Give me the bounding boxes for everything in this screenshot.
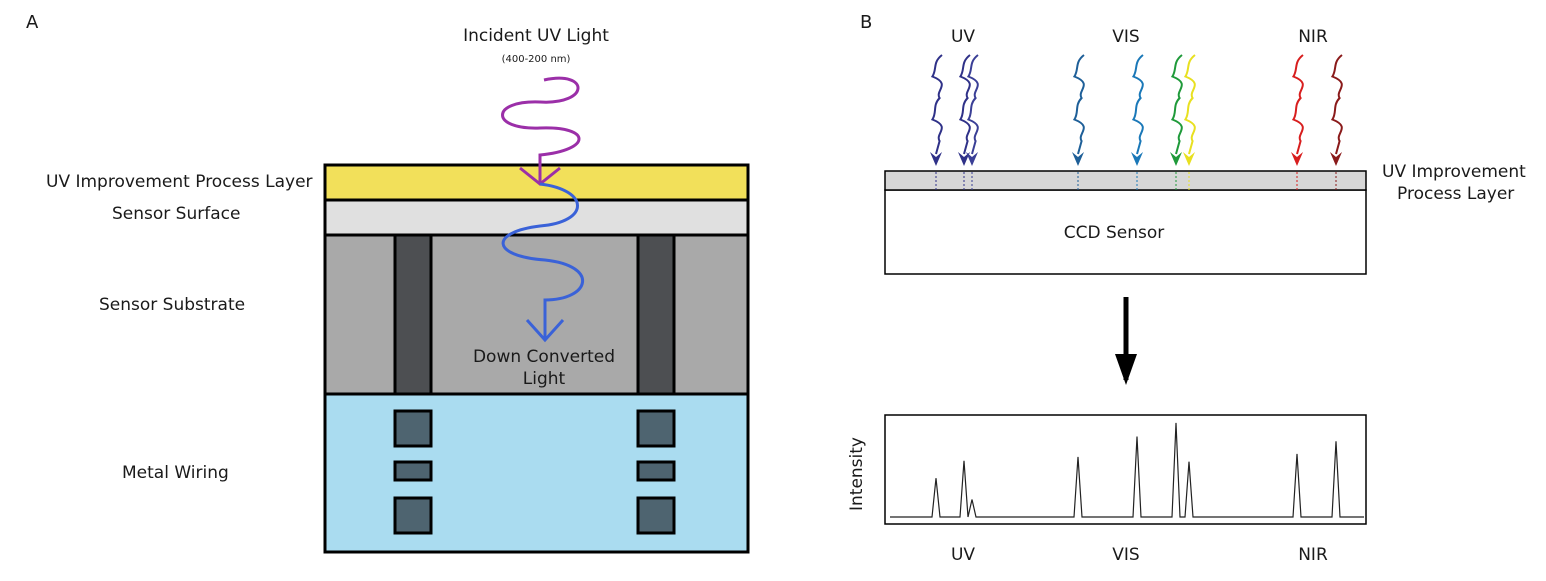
incident-wave-arrows: [930, 54, 1343, 190]
wave-uv: [958, 54, 971, 155]
substrate-pillar-left: [393, 233, 433, 396]
wave-arrowhead: [930, 152, 942, 166]
ccd-sensor-box: [884, 189, 1367, 275]
process-layer-label-line2: Process Layer: [1397, 184, 1514, 204]
label-metal-wiring: Metal Wiring: [122, 463, 229, 483]
wiring-block: [393, 460, 433, 482]
wave-vis: [1183, 54, 1196, 155]
label-uv-improvement-layer: UV Improvement Process Layer: [46, 172, 313, 192]
incident-light-title: Incident UV Light: [463, 26, 609, 46]
wave-arrowhead: [1183, 152, 1195, 166]
wave-nir: [1330, 54, 1343, 155]
band-label-top-vis: VIS: [1112, 27, 1139, 47]
wave-arrowhead: [1170, 152, 1182, 166]
wave-vis: [1131, 54, 1144, 155]
wiring-block: [393, 409, 433, 448]
uv-improvement-process-layer: [884, 170, 1367, 191]
wave-arrowhead: [1330, 152, 1342, 166]
down-converted-label-line2: Light: [523, 369, 566, 389]
wave-vis: [1072, 54, 1085, 155]
panel-a: A Incident UV Light (400-200 nm) Down Co…: [26, 12, 750, 554]
chart-x-band-nir: NIR: [1298, 545, 1328, 565]
spectrum-plot: [890, 422, 1364, 518]
metal-wiring-layer: [323, 392, 750, 554]
wave-arrowhead: [1072, 152, 1084, 166]
band-label-top-uv: UV: [951, 27, 975, 47]
substrate-pillar-right: [636, 233, 676, 396]
chart-x-band-vis: VIS: [1112, 545, 1139, 565]
down-converted-wave: [501, 182, 584, 338]
wave-arrowhead: [958, 152, 970, 166]
spectrum-line: [890, 422, 1364, 518]
label-sensor-substrate: Sensor Substrate: [99, 295, 245, 315]
sensor-surface-layer: [323, 198, 750, 237]
wiring-block: [393, 496, 433, 535]
wave-vis: [1170, 54, 1183, 155]
chart-x-band-uv: UV: [951, 545, 975, 565]
wave-arrowhead: [1291, 152, 1303, 166]
label-sensor-surface: Sensor Surface: [112, 204, 240, 224]
wave-uv: [966, 54, 979, 155]
ccd-sensor-label: CCD Sensor: [1064, 223, 1165, 243]
wave-uv: [930, 54, 943, 155]
wave-nir: [1291, 54, 1304, 155]
wiring-block: [636, 460, 676, 482]
band-label-top-nir: NIR: [1298, 27, 1328, 47]
panel-a-letter: A: [26, 12, 39, 33]
process-layer-label-line1: UV Improvement: [1382, 162, 1526, 182]
panel-b-letter: B: [860, 12, 872, 33]
wave-arrowhead: [1131, 152, 1143, 166]
wiring-block: [636, 409, 676, 448]
incident-light-range: (400-200 nm): [502, 54, 571, 65]
panel-b: B UV VIS NIR CCD Sensor UV Improvement P…: [847, 12, 1526, 565]
down-converted-label-line1: Down Converted: [473, 347, 615, 367]
wave-arrowhead: [966, 152, 978, 166]
process-arrow-head: [1115, 354, 1137, 385]
wiring-block: [636, 496, 676, 535]
chart-y-axis-label: Intensity: [847, 437, 867, 511]
incident-uv-wave: [501, 76, 581, 182]
down-converted-arrowhead: [525, 318, 565, 343]
